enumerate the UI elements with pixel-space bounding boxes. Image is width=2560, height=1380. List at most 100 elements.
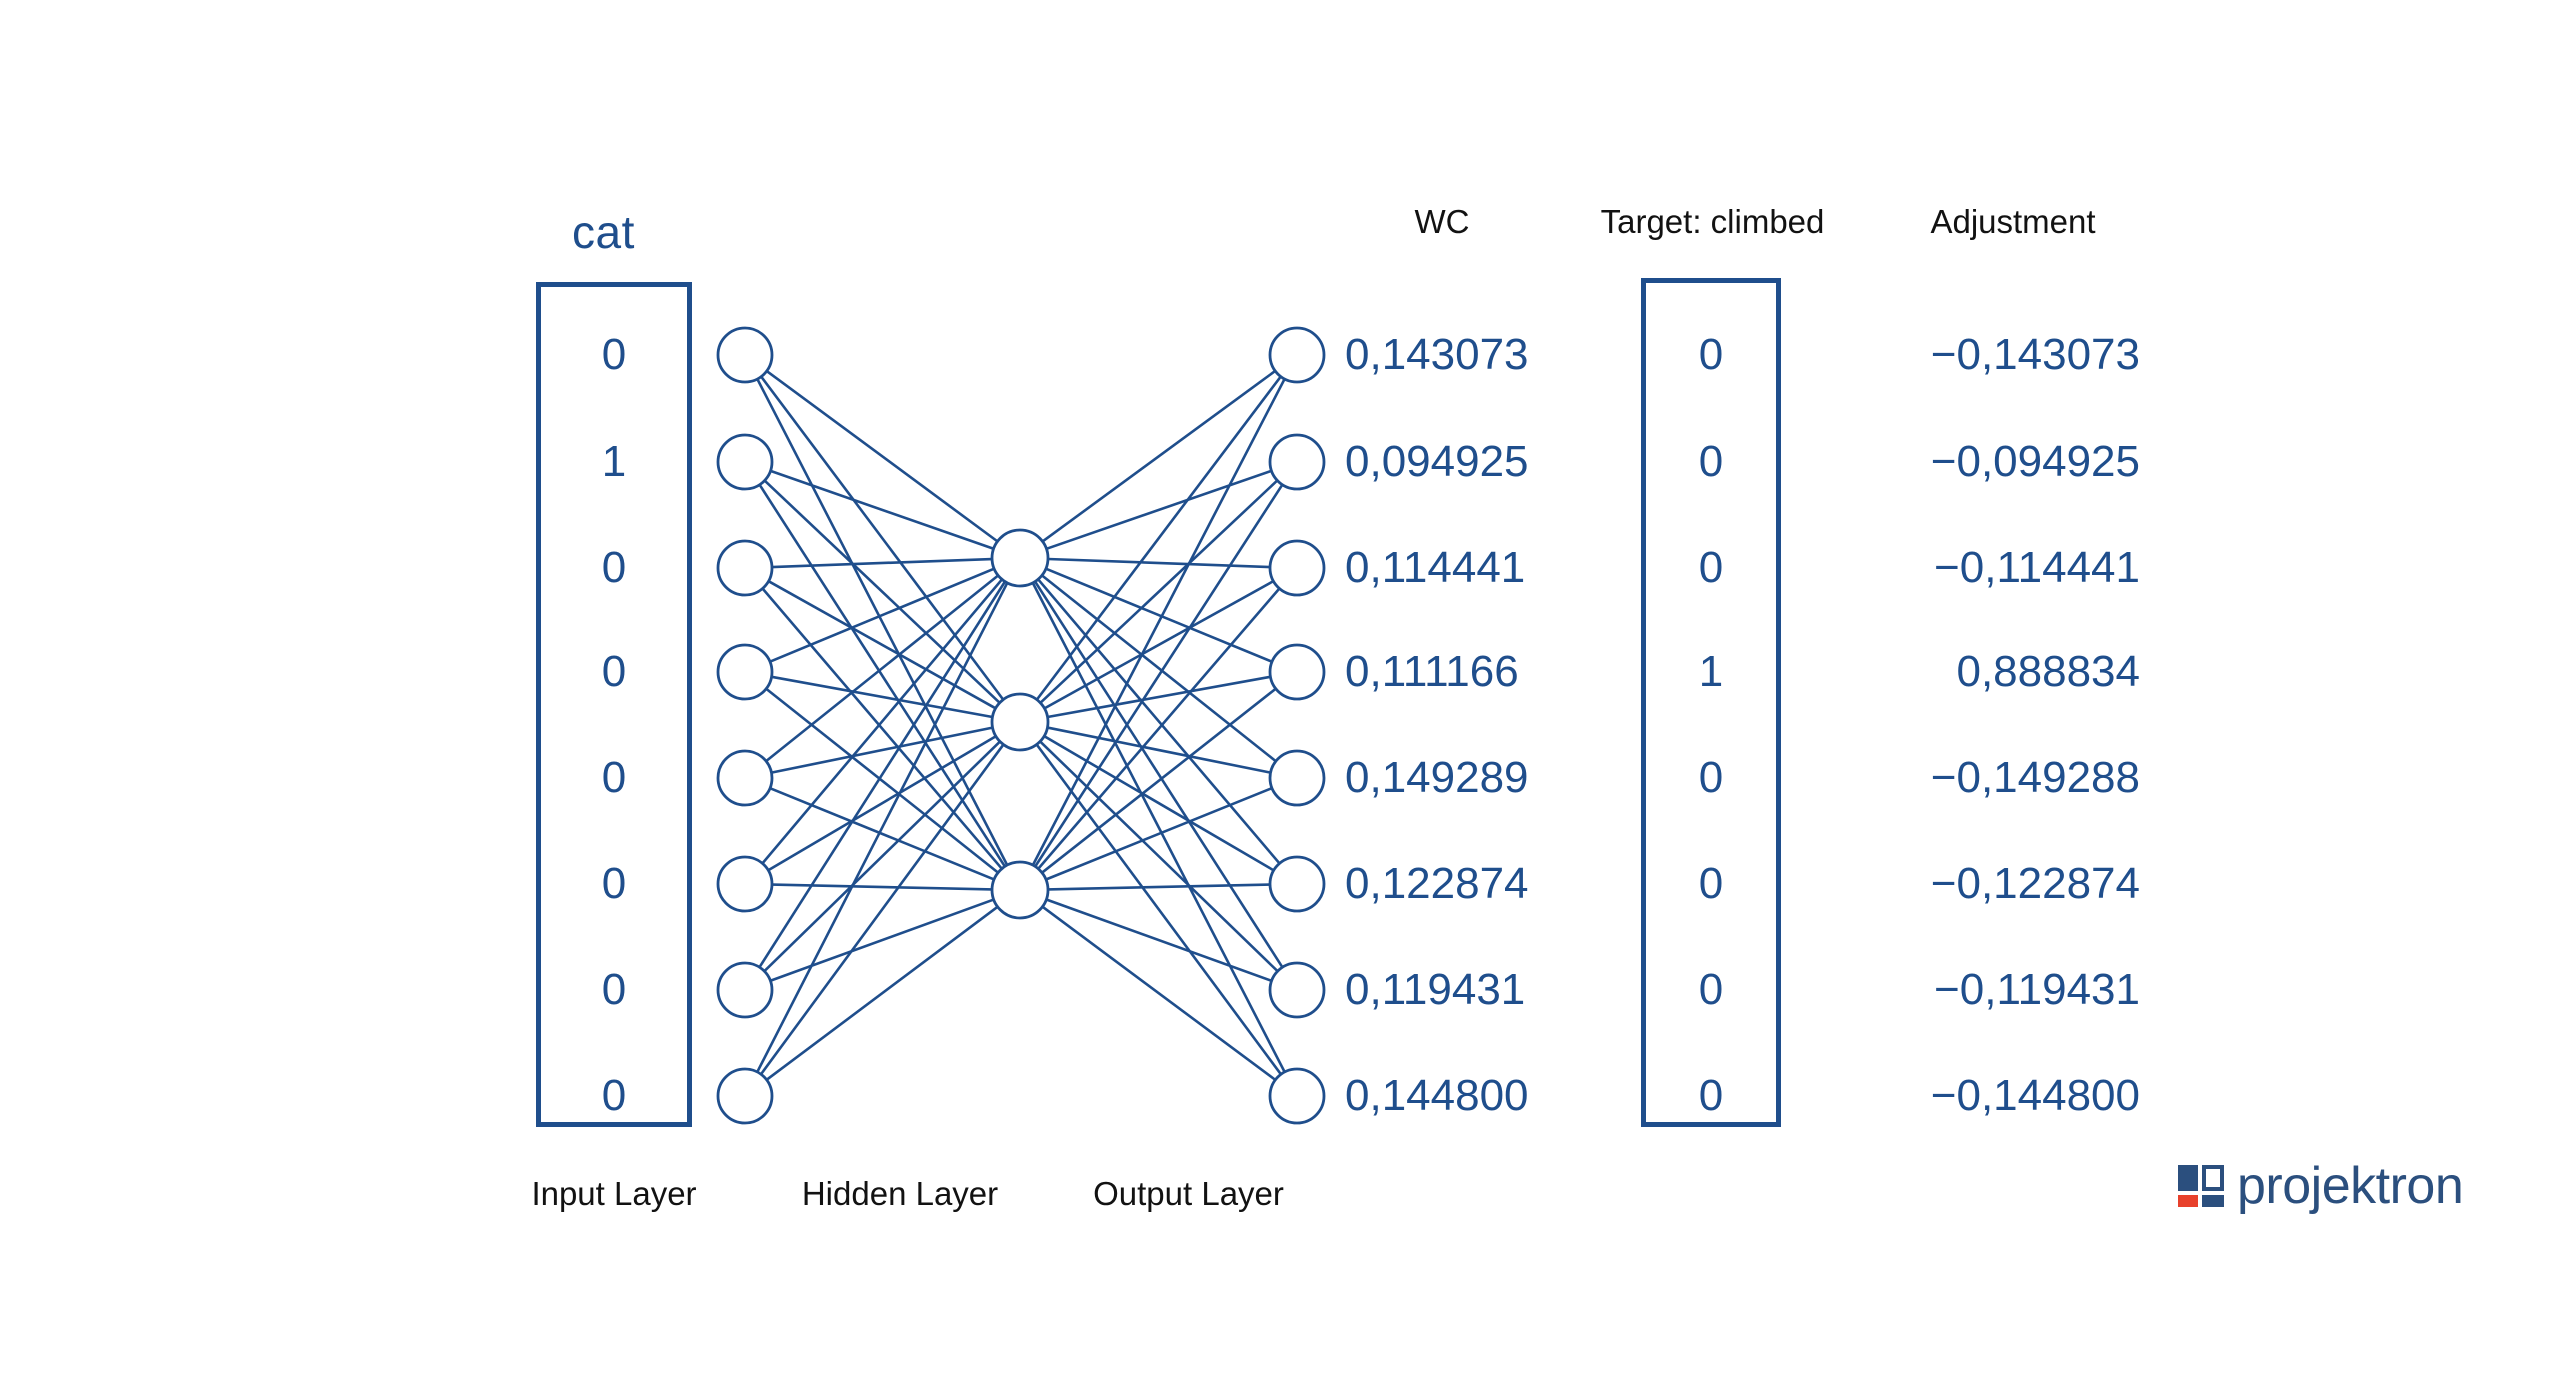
adjustment-value-7: −0,119431 [1934, 965, 2140, 1014]
adjustment-value-3: −0,114441 [1934, 543, 2140, 592]
edge [1047, 883, 1271, 891]
output-neuron-5 [1268, 749, 1326, 807]
logo-square-top-right [2202, 1165, 2224, 1191]
input-neuron-1 [716, 326, 774, 384]
edge [765, 369, 999, 543]
input-value-3: 0 [601, 543, 627, 592]
input-neuron-2 [716, 433, 774, 491]
hidden-neuron-3 [990, 860, 1050, 920]
input-to-hidden-edges [756, 369, 1009, 1081]
wc-value-3: 0,114441 [1345, 543, 1526, 592]
edge [1045, 567, 1273, 663]
wc-value-6: 0,122874 [1345, 859, 1529, 908]
adjustment-value-1: −0,143073 [1930, 330, 2140, 379]
input-value-1: 0 [601, 330, 627, 379]
edge [758, 484, 1006, 868]
input-word-label: cat [572, 206, 635, 258]
edge [1041, 687, 1277, 874]
target-vector-box [1641, 278, 1781, 1127]
edge [1045, 786, 1273, 881]
column-header-wc: WC [1414, 203, 1470, 240]
input-neuron-6 [716, 855, 774, 913]
edge [771, 557, 993, 569]
edge [1034, 483, 1284, 868]
wc-value-5: 0,149289 [1345, 753, 1529, 802]
output-neuron-7 [1268, 961, 1326, 1019]
edge [771, 675, 993, 719]
caption-output-layer: Output Layer [1093, 1175, 1284, 1212]
input-vector-box [536, 282, 692, 1127]
hidden-neuron-2 [990, 692, 1050, 752]
edge [1041, 905, 1277, 1081]
output-neuron-1 [1268, 326, 1326, 384]
output-neuron-2 [1268, 433, 1326, 491]
input-neuron-5 [716, 749, 774, 807]
target-value-7: 0 [1698, 965, 1724, 1014]
input-value-5: 0 [601, 753, 627, 802]
edge [771, 883, 993, 891]
output-neuron-6 [1268, 855, 1326, 913]
adjustment-value-5: −0,149288 [1930, 753, 2140, 802]
output-neuron-8 [1268, 1067, 1326, 1125]
edge [1041, 369, 1276, 543]
adjustment-value-2: −0,094925 [1930, 437, 2140, 486]
edge [763, 740, 1001, 973]
input-value-8: 0 [601, 1071, 627, 1120]
edge [1045, 898, 1273, 983]
adjustment-value-8: −0,144800 [1930, 1071, 2140, 1120]
edge [1047, 557, 1271, 569]
edge [1043, 735, 1275, 872]
edge [1039, 740, 1279, 973]
wc-value-4: 0,111166 [1345, 647, 1519, 696]
input-value-2: 1 [601, 437, 627, 486]
edge [765, 687, 999, 874]
wc-value-1: 0,143073 [1345, 330, 1529, 379]
output-neuron-3 [1268, 539, 1326, 597]
edge [1031, 378, 1286, 866]
caption-hidden-layer: Hidden Layer [801, 1175, 999, 1212]
edge [1035, 375, 1282, 701]
logo-square-bottom-right [2202, 1195, 2224, 1207]
target-value-2: 0 [1698, 437, 1724, 486]
edge [1047, 726, 1271, 774]
input-value-4: 0 [601, 647, 627, 696]
projektron-wordmark: projektron [2237, 1157, 2464, 1215]
edge [767, 580, 997, 710]
target-value-8: 0 [1698, 1071, 1724, 1120]
input-value-7: 0 [601, 965, 627, 1014]
projektron-logo-mark-icon [2178, 1165, 2224, 1207]
edge [1037, 587, 1281, 870]
target-value-1: 0 [1698, 330, 1724, 379]
edge [756, 582, 1009, 1073]
input-neuron-7 [716, 961, 774, 1019]
output-neuron-4 [1268, 643, 1326, 701]
edge [1041, 574, 1277, 763]
hidden-to-output-edges [1031, 369, 1286, 1081]
edge [765, 574, 999, 763]
logo-square-bottom-left [2178, 1195, 2198, 1207]
wc-value-7: 0,119431 [1345, 965, 1526, 1014]
edge [1031, 582, 1286, 1073]
edge [769, 786, 995, 881]
caption-input-layer: Input Layer [531, 1175, 697, 1212]
target-value-5: 0 [1698, 753, 1724, 802]
adjustment-value-4: 0,888834 [1956, 647, 2140, 696]
input-neurons [716, 326, 774, 1125]
edge [759, 743, 1005, 1076]
logo-square-top-left [2178, 1165, 2198, 1191]
edge [1037, 578, 1281, 865]
edge [761, 587, 1003, 870]
edge [763, 479, 1001, 704]
input-neuron-4 [716, 643, 774, 701]
edge [769, 898, 995, 982]
adjustment-value-6: −0,122874 [1930, 859, 2140, 908]
edge [1046, 469, 1272, 551]
edge [767, 735, 997, 872]
output-neurons [1268, 326, 1326, 1125]
input-neuron-8 [716, 1067, 774, 1125]
target-value-3: 0 [1698, 543, 1724, 592]
edge [1039, 479, 1279, 704]
projektron-logo: projektron [2178, 1157, 2464, 1215]
